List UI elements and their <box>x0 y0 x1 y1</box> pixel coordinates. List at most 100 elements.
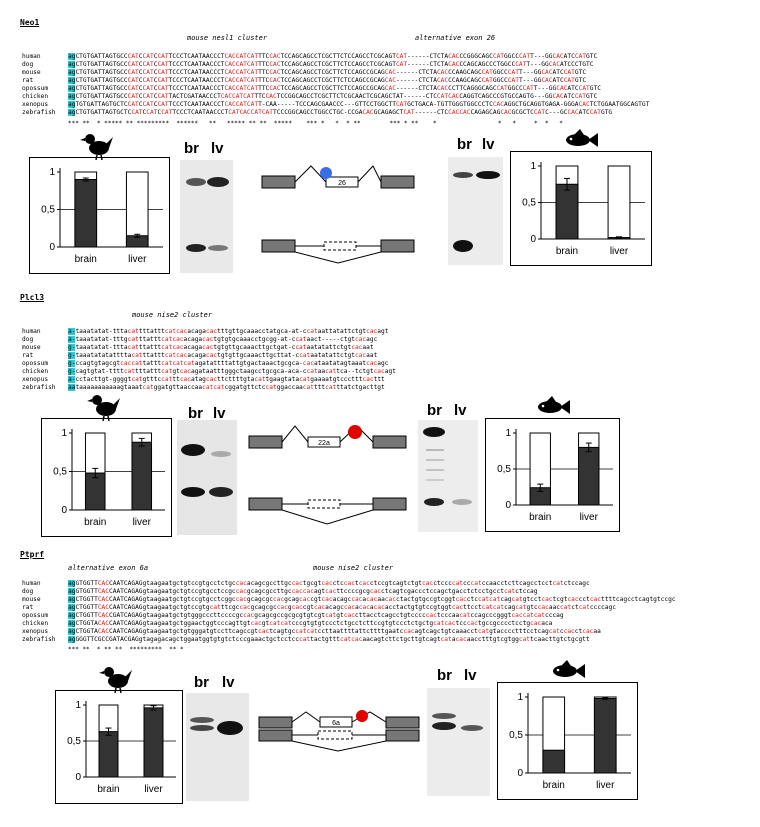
gel-label-brain: br <box>437 667 452 684</box>
gel-image <box>427 688 490 796</box>
gene-title: Ptprf <box>20 550 45 559</box>
splicing-diagram: 26 <box>261 165 415 264</box>
bar <box>143 707 164 778</box>
species-label: rat <box>22 77 34 84</box>
gel-label-brain: br <box>184 140 199 157</box>
sequence-text: agCTGGTACACCAATCAGAGgtaagaatgctggaactggt… <box>68 620 553 627</box>
red-dot-icon <box>348 425 362 439</box>
y-tick-label: 0 <box>505 500 511 511</box>
species-label: opossum <box>22 612 49 619</box>
splicing-diagram: 22a <box>248 425 407 525</box>
red-dot-icon <box>356 710 368 722</box>
bar <box>131 441 153 511</box>
fish-icon <box>537 396 570 414</box>
bar-outline <box>607 165 631 240</box>
alignment-row: xenopus agCTGGTACACCAATCAGAGgtaagaatgctgt… <box>22 628 757 636</box>
gel-label-liver: lv <box>464 667 477 684</box>
sequence-text: agCTGTGATTAGTGCCCATCCATCCATTCCCTCAATAACC… <box>68 77 587 84</box>
species-label: mouse <box>22 69 41 76</box>
y-tick-label: 1 <box>505 428 511 439</box>
y-tick-label: 0 <box>530 234 536 245</box>
alignment-row: rat agCTGTGATTAGTGCCCATCCATCCATTCCCTCAATA… <box>22 77 757 85</box>
chicken-icon <box>99 667 132 694</box>
sequence-text: agGTGGTTCACCAATCAGAGgtaagaatgctgtccgtgcc… <box>68 580 590 587</box>
gel-label-liver: lv <box>213 405 226 422</box>
sequence-alignment: human agCTGTGATTAGTGCCCATCCATCCATTCCCTCAA… <box>22 53 757 117</box>
chicken-icon <box>79 134 113 161</box>
y-tick-label: 1 <box>75 700 81 711</box>
chicken-icon <box>86 395 120 422</box>
species-label: rat <box>22 352 34 359</box>
conservation-row: *** ** * ***** ** ********* ****** ** **… <box>68 120 563 127</box>
y-tick-label: 0 <box>61 505 67 516</box>
sequence-text: aataaaaaaaaaaagtaaatcatggatgttaaccaacatc… <box>68 384 385 391</box>
conservation-row: *** ** * ** ** ********* ** * <box>68 646 184 653</box>
gel-label-liver: lv <box>454 402 467 419</box>
exon-label: 22a <box>318 440 330 447</box>
species-label: human <box>22 328 41 335</box>
chicken-icon <box>99 667 132 694</box>
gel-label-liver: lv <box>211 140 224 157</box>
x-tick-label: brain <box>543 780 565 791</box>
sequence-text: a-taaatatat-tttgcatttatttcatcacacagacact… <box>68 336 378 343</box>
gel-label-liver: lv <box>222 674 235 691</box>
gel-image <box>180 160 233 273</box>
species-label: zebrafish <box>22 384 56 391</box>
blue-dot-icon <box>320 167 332 179</box>
species-label: xenopus <box>22 628 49 635</box>
species-label: opossum <box>22 85 49 92</box>
alignment-row: chicken g-cagtgtat-ttttcattttatttcatgtcac… <box>22 368 757 376</box>
sequence-text: agGGGTTCGCCGATACGAGgtagagacagctggaatggtg… <box>68 636 590 643</box>
gel-label-brain: br <box>188 405 203 422</box>
sequence-text: agCTGGTTCACCGATCAGAGgtaagaatgctgtgggccct… <box>68 612 564 619</box>
species-label: human <box>22 53 41 60</box>
y-tick-label: 0,5 <box>53 467 67 478</box>
alignment-row: zebrafish aataaaaaaaaaaagtaaatcatggatgtta… <box>22 384 757 392</box>
fish-icon <box>537 396 570 414</box>
bar <box>578 446 600 506</box>
gel-label-brain: br <box>457 136 472 153</box>
fish-icon <box>566 129 598 147</box>
x-tick-label: brain <box>556 246 578 257</box>
species-label: dog <box>22 588 34 595</box>
sequence-text: agCTGTGATTAGTGCCCATCCATCCATTCCCTCAATAACC… <box>68 53 598 60</box>
x-tick-label: liver <box>596 780 615 791</box>
sequence-text: g-cagtgtat-ttttcattttatttcatgtcacagataat… <box>68 368 396 375</box>
species-label: mouse <box>22 596 41 603</box>
fish-icon <box>552 660 585 678</box>
sequence-text: agCTGTGATTAGTGCTCCATCCATCCATTCCCTCAATAAC… <box>68 109 613 116</box>
x-tick-label: brain <box>97 784 119 795</box>
species-label: dog <box>22 61 34 68</box>
gel-image <box>418 420 478 532</box>
gel-label-liver: lv <box>482 136 495 153</box>
alignment-row: opossum agCTGGTTCACCGATCAGAGgtaagaatgctgt… <box>22 612 757 620</box>
species-label: xenopus <box>22 376 49 383</box>
species-label: chicken <box>22 368 49 375</box>
sequence-text: agTGTGATTAGTGCTCCATCCATCCATTCCCTCAATAACC… <box>68 101 650 108</box>
chicken-icon <box>86 395 120 422</box>
gene-title: Neo1 <box>20 18 40 27</box>
sequence-text: agCTGTGATTAGTGCCCATCCATCCATTCCCTCAATAACC… <box>68 69 587 76</box>
y-tick-label: 0,5 <box>522 198 536 209</box>
y-tick-label: 0,5 <box>509 730 523 741</box>
x-tick-label: liver <box>580 512 599 523</box>
sequence-text: agCTGGTACACCAATCAGAGgtaagaatgctgtgggatgt… <box>68 628 601 635</box>
cluster-label: mouse nesl1 cluster <box>187 34 268 42</box>
x-tick-label: liver <box>144 784 163 795</box>
bar <box>593 698 617 774</box>
